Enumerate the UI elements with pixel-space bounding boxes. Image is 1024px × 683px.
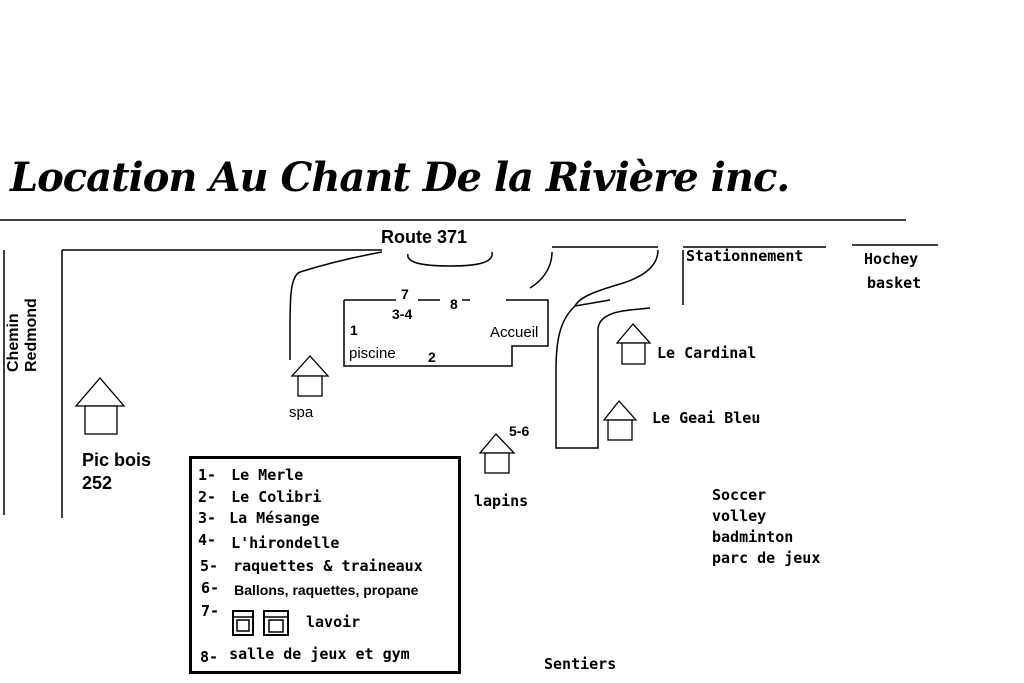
basket-label: basket <box>867 274 922 292</box>
chemin-text: Chemin <box>5 313 22 372</box>
legend-item-4: 4- L'hirondelle <box>198 531 339 551</box>
legend-num: 7- <box>201 602 220 620</box>
lapins-label: lapins <box>474 492 529 510</box>
num-8: 8 <box>450 296 458 312</box>
legend-item-5: 5- raquettes & traineaux <box>200 559 423 574</box>
legend-item-1: 1- Le Merle <box>198 468 303 483</box>
legend-item-6: 6- Ballons, raquettes, propane <box>201 579 419 598</box>
sport-parc-de-jeux: parc de jeux <box>712 549 821 567</box>
legend-text: salle de jeux et gym <box>229 645 410 663</box>
accueil-label: Accueil <box>490 324 539 341</box>
hochey-label: Hochey <box>864 250 919 268</box>
sport-soccer: Soccer <box>712 486 767 504</box>
legend-text: raquettes & traineaux <box>233 557 423 575</box>
legend-text: La Mésange <box>229 509 320 527</box>
page-title: Location Au Chant De la Rivière inc. <box>10 154 790 201</box>
sentiers-label: Sentiers <box>544 655 617 673</box>
legend-item-2: 2- Le Colibri <box>198 490 321 505</box>
pic-bois-label: Pic bois <box>82 450 152 470</box>
legend-text: L'hirondelle <box>231 534 340 552</box>
legend-text: Le Colibri <box>231 488 322 506</box>
legend-box <box>189 456 461 674</box>
legend-num: 6- <box>201 579 220 597</box>
chemin-redmond-label: Chemin Redmond <box>5 298 40 372</box>
legend-item-3: 3- La Mésange <box>198 511 319 526</box>
redmond-text: Redmond <box>23 298 40 372</box>
legend-num: 4- <box>198 531 217 549</box>
num-3-4: 3-4 <box>392 306 413 322</box>
legend-text: Ballons, raquettes, propane <box>234 582 419 598</box>
washer-icon <box>232 610 254 636</box>
num-1: 1 <box>350 322 358 338</box>
legend-text: Le Merle <box>231 466 304 484</box>
legend-text-lavoir: lavoir <box>306 613 361 631</box>
stationnement-label: Stationnement <box>686 247 804 265</box>
legend-num: 5- <box>200 557 219 575</box>
sport-badminton: badminton <box>712 528 794 546</box>
legend-item-7: 7- <box>201 604 219 619</box>
spa-label: spa <box>289 404 314 421</box>
num-5-6: 5-6 <box>509 423 530 439</box>
legend-num: 3- <box>198 509 217 527</box>
le-geai-bleu-label: Le Geai Bleu <box>652 409 761 427</box>
legend-num: 1- <box>198 466 217 484</box>
legend-num: 2- <box>198 488 217 506</box>
piscine-label: piscine <box>349 345 396 362</box>
num-7: 7 <box>401 286 409 302</box>
num-2: 2 <box>428 349 436 365</box>
sports-list: Soccer volley badminton parc de jeux <box>712 485 820 569</box>
legend-num: 8- <box>200 648 219 666</box>
le-cardinal-label: Le Cardinal <box>657 344 757 362</box>
sport-volley: volley <box>712 507 767 525</box>
pic-bois-number: 252 <box>82 473 113 493</box>
dryer-icon <box>263 610 289 636</box>
legend-item-8: 8- salle de jeux et gym <box>200 647 410 666</box>
route-label: Route 371 <box>381 227 468 247</box>
